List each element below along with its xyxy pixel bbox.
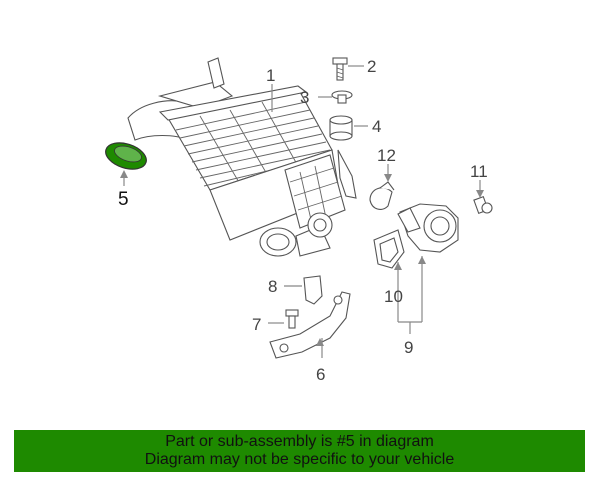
callout-6: 6 (316, 365, 325, 384)
outlet-housing-part-9 (397, 203, 459, 253)
callout-8: 8 (268, 277, 277, 296)
banner-line-2: Diagram may not be specific to your vehi… (144, 451, 455, 468)
grommet-part-4 (329, 115, 353, 141)
bolt-part-7 (285, 309, 299, 329)
callout-2: 2 (367, 57, 376, 76)
callout-11: 11 (470, 162, 488, 181)
banner-line-1: Part or sub-assembly is #5 in diagram (165, 433, 434, 450)
washer-part-3 (331, 90, 353, 104)
callout-12: 12 (377, 146, 396, 165)
callout-7: 7 (252, 315, 261, 334)
gasket-part-10 (373, 229, 405, 269)
clamp-part-12 (369, 181, 395, 210)
callout-1: 1 (266, 66, 275, 85)
info-banner: Part or sub-assembly is #5 in diagram Di… (14, 430, 585, 472)
callout-4: 4 (372, 117, 381, 136)
intercooler-part (127, 57, 357, 257)
callout-10: 10 (384, 287, 403, 306)
callout-9: 9 (404, 338, 413, 357)
parts-diagram: 1 2 3 4 5 6 7 8 9 10 11 12 (105, 57, 493, 384)
bolt-part-11 (473, 196, 493, 214)
callout-5: 5 (118, 189, 129, 210)
callout-3: 3 (300, 88, 309, 107)
arrow-heads (120, 170, 484, 346)
gasket-part-5 (105, 142, 147, 170)
bolt-part-2 (332, 57, 348, 81)
leader-lines (123, 65, 481, 358)
bracket-part-6 (269, 291, 351, 359)
clip-part-8 (303, 275, 323, 305)
